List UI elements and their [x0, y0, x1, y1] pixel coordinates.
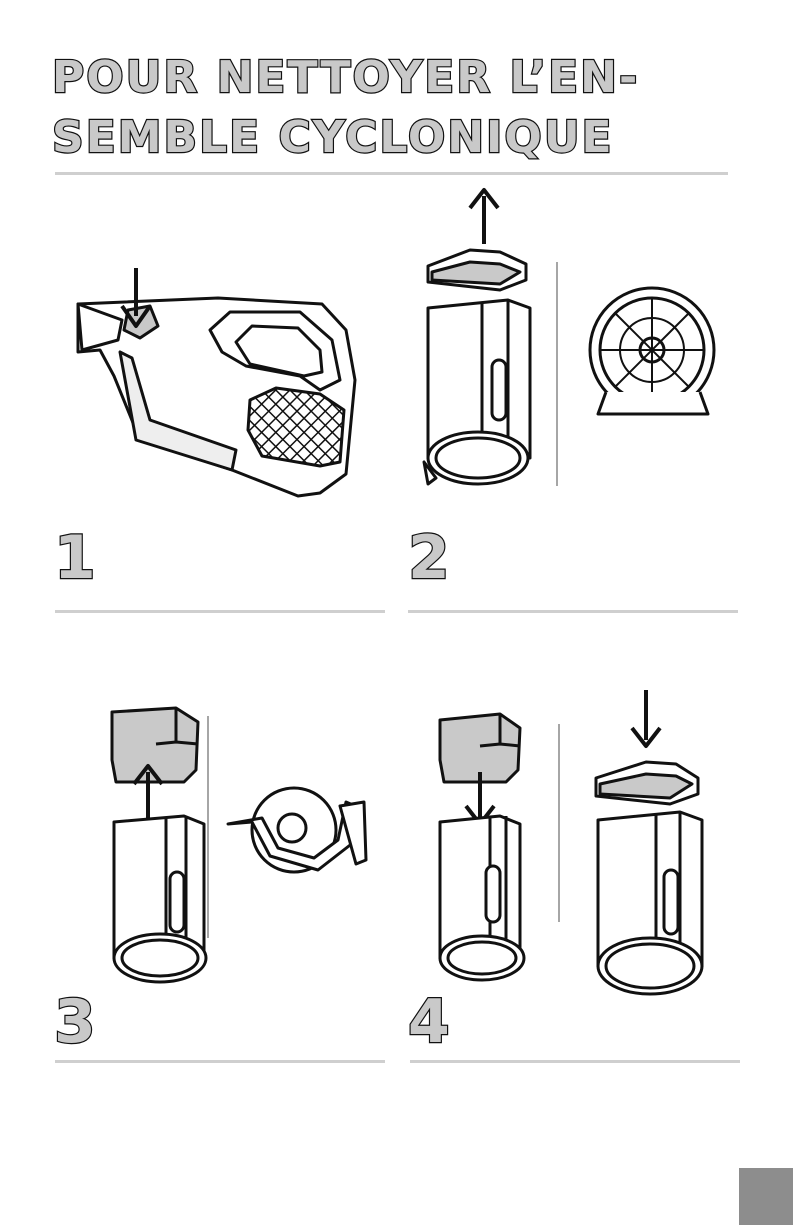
step2-dustcup-illustration	[424, 190, 714, 486]
step3-rule	[55, 1060, 385, 1063]
step2-rule	[408, 610, 738, 613]
step-number-2: 2	[408, 528, 450, 588]
step4-reassembly-illustration	[440, 690, 702, 994]
step-number-1: 1	[54, 528, 96, 588]
page-tab	[739, 1168, 793, 1225]
step1-vacuum-illustration	[78, 268, 355, 496]
step3-cyclone-illustration	[112, 708, 366, 982]
step-number-4: 4	[408, 992, 450, 1052]
step-number-3: 3	[54, 992, 96, 1052]
step1-rule	[55, 610, 385, 613]
step4-rule	[410, 1060, 740, 1063]
